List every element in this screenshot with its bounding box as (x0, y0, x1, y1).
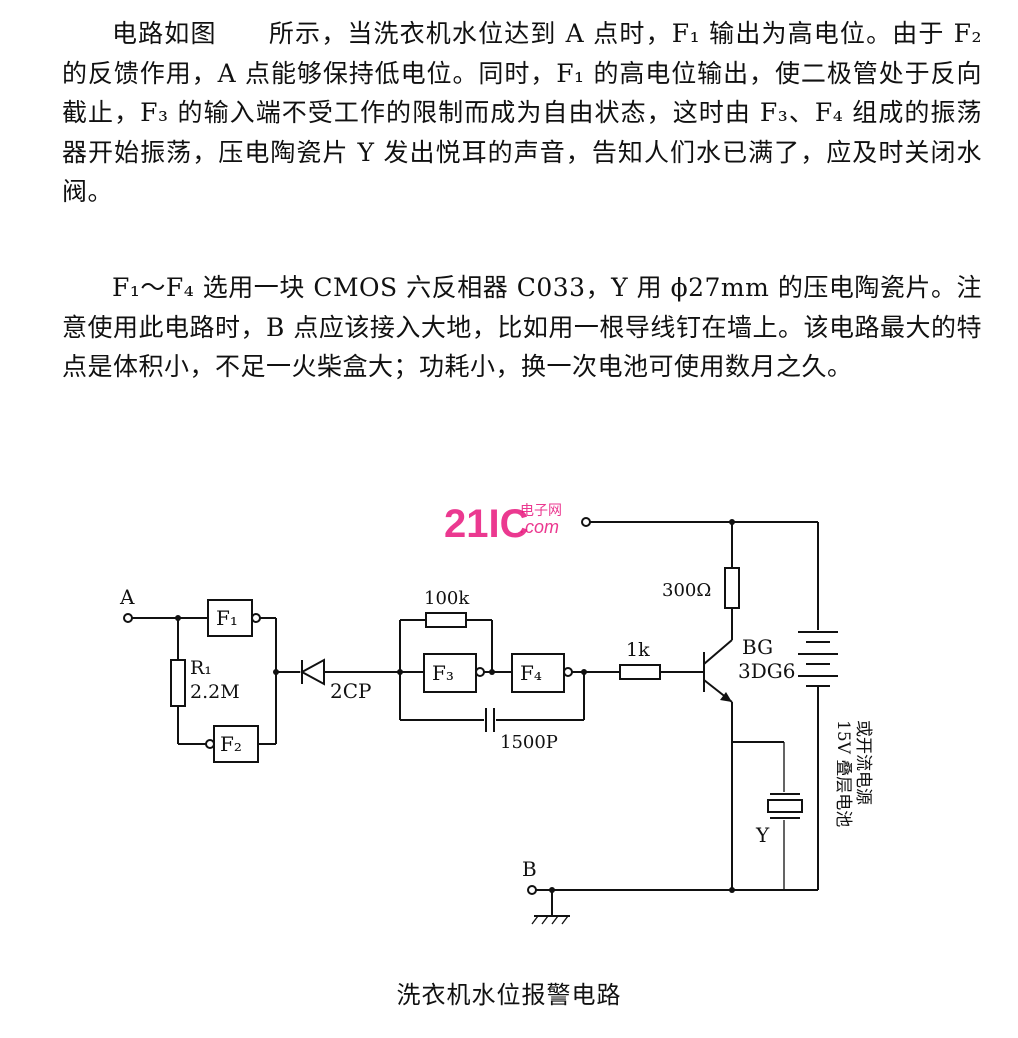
transistor-3dg6 (703, 639, 733, 703)
gate-f3-label: F₃ (432, 661, 454, 685)
circuit-diagram: 21IC 电子网 .com A F₁ R₁ 2.2M F₂ 2CP 100k F… (119, 502, 873, 925)
resistor-r1-name: R₁ (190, 657, 212, 679)
battery-label-line2: 或开流电源 (853, 720, 873, 805)
resistor-300-ohm-label: 300Ω (662, 580, 711, 601)
transistor-name: BG (742, 635, 773, 659)
terminal-b-label: B (522, 857, 537, 881)
paragraph-components: F₁～F₄ 选用一块 CMOS 六反相器 C033，Y 用 ϕ27mm 的压电陶… (62, 273, 982, 381)
terminal-a-label: A (119, 585, 135, 609)
resistor-r1-value: 2.2M (190, 681, 240, 703)
top-terminal (581, 517, 591, 527)
terminal-a-node (123, 613, 133, 623)
terminal-b-node (527, 885, 537, 895)
watermark-sub-top: 电子网 (520, 503, 562, 519)
resistor-100k-label: 100k (424, 588, 470, 609)
battery-15v (798, 631, 838, 687)
watermark-logo: 21IC 电子网 .com (444, 502, 562, 546)
resistor-r1 (170, 659, 186, 707)
piezo-buzzer-y (767, 793, 803, 819)
watermark-sub-bottom: .com (520, 517, 559, 537)
gate-f2-label: F₂ (220, 732, 242, 756)
resistor-1k-label: 1k (626, 639, 650, 661)
capacitor-1500p (485, 708, 495, 732)
transistor-model: 3DG6 (738, 659, 795, 683)
watermark-brand: 21IC (444, 502, 529, 546)
paragraph-description: 电路如图 所示，当洗衣机水位达到 A 点时，F₁ 输出为高电位。由于 F₂ 的反… (62, 19, 982, 206)
battery-label-line1: 15V 叠层电池 (833, 720, 853, 827)
diode-label: 2CP (330, 679, 371, 703)
resistor-1k (619, 664, 661, 680)
gate-f4-label: F₄ (520, 661, 542, 685)
gate-f1-label: F₁ (216, 606, 238, 630)
resistor-300-ohm (724, 567, 740, 609)
resistor-100k (425, 612, 467, 628)
piezo-label: Y (755, 823, 770, 847)
capacitor-label: 1500P (500, 732, 558, 753)
figure-caption: 洗衣机水位报警电路 (396, 981, 622, 1009)
ground-symbol (531, 890, 570, 925)
diode-2cp (299, 658, 325, 686)
